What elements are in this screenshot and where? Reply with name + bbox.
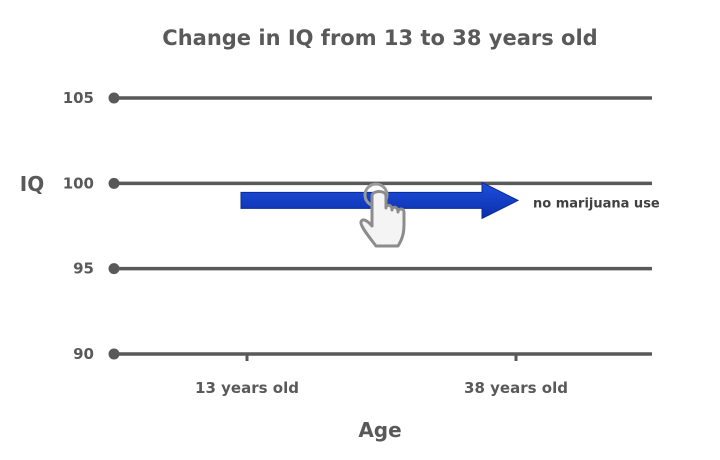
x-tick-label: 13 years old (195, 379, 299, 397)
y-axis-label: IQ (20, 172, 44, 196)
gridline-dot (108, 263, 120, 275)
x-tick-labels: 13 years old 38 years old (195, 379, 568, 397)
y-tick-label: 105 (63, 89, 94, 107)
hand-pointer-icon (359, 182, 406, 248)
gridline-dot (108, 348, 120, 360)
gridline-dot (108, 177, 120, 189)
gridlines (108, 92, 652, 361)
gridline-dot (108, 92, 120, 104)
x-tick-label: 38 years old (464, 379, 568, 397)
chart-title: Change in IQ from 13 to 38 years old (162, 26, 597, 50)
series-layer: no marijuana use (240, 181, 660, 220)
y-tick-labels: 105 100 95 90 (63, 89, 94, 363)
y-tick-label: 100 (63, 174, 94, 192)
y-tick-label: 90 (73, 345, 94, 363)
x-axis-label: Age (358, 418, 401, 442)
y-tick-label: 95 (73, 260, 94, 278)
series-label: no marijuana use (533, 196, 660, 211)
